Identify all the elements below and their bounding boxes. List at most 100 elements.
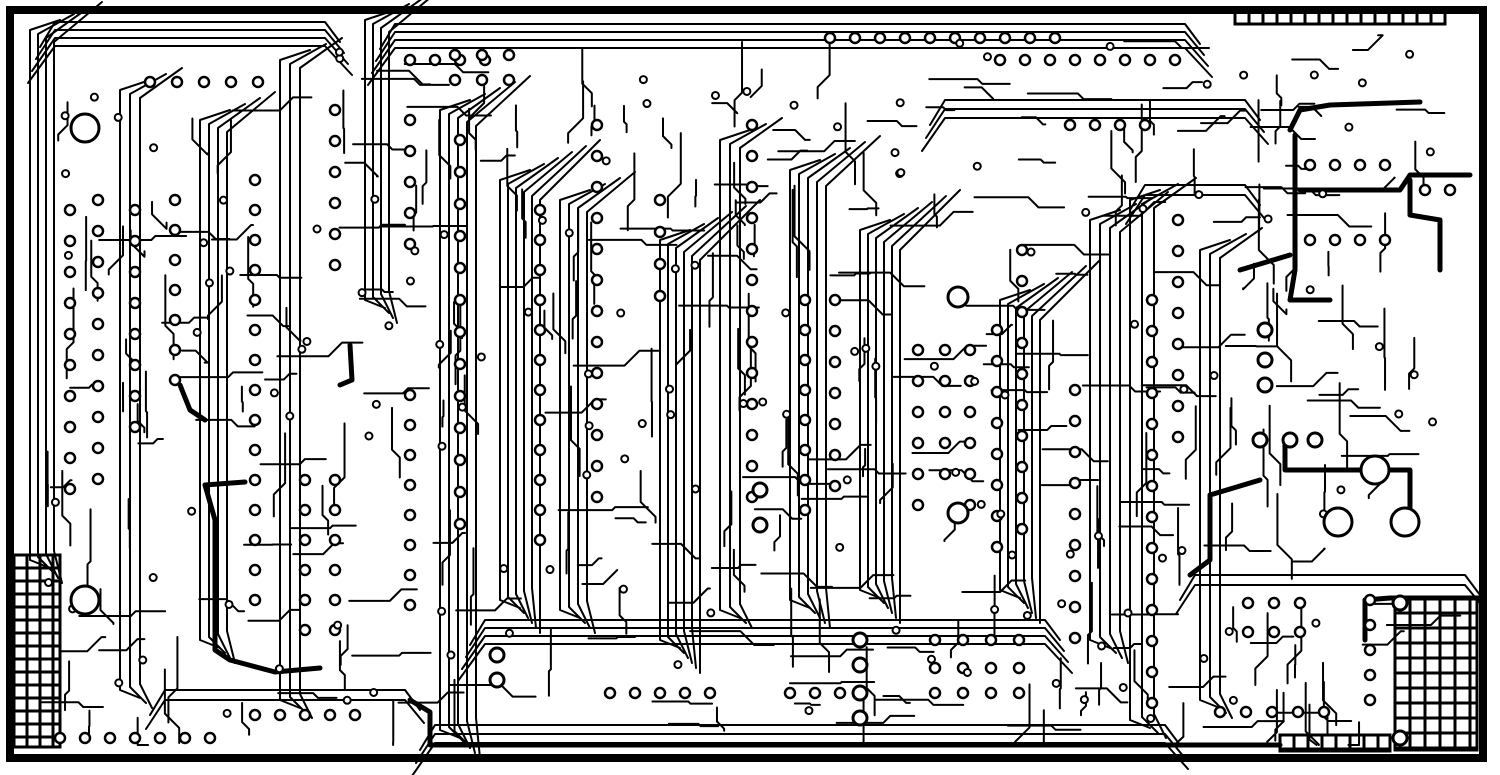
- via-pad: [384, 321, 394, 331]
- short-trace: [206, 274, 223, 321]
- component-pad: [63, 296, 77, 310]
- component-pad: [533, 533, 547, 547]
- component-pad: [403, 113, 417, 127]
- via-pad: [1179, 384, 1189, 394]
- grid-border: [1233, 8, 1447, 26]
- component-pad: [963, 343, 977, 357]
- bus-trace: [466, 81, 516, 754]
- short-trace: [1086, 581, 1093, 665]
- via-pad: [1428, 417, 1438, 427]
- short-trace: [800, 495, 870, 500]
- via-pad: [312, 224, 322, 234]
- component-pad: [873, 31, 887, 45]
- component-pad: [1068, 53, 1082, 67]
- component-pad: [1113, 118, 1127, 132]
- component-pad: [590, 459, 604, 473]
- component-pad: [128, 296, 142, 310]
- bus-trace: [1199, 239, 1231, 709]
- component-pad: [1171, 244, 1185, 258]
- short-trace: [662, 117, 673, 149]
- component-pad: [298, 473, 312, 487]
- via-pad: [1209, 371, 1219, 381]
- component-pad: [63, 265, 77, 279]
- connector-pad: [851, 656, 869, 674]
- component-pad: [273, 708, 287, 722]
- short-trace: [557, 506, 649, 512]
- component-pad: [1267, 596, 1281, 610]
- short-trace: [1009, 248, 1020, 303]
- short-trace: [391, 406, 401, 479]
- short-trace: [848, 207, 880, 211]
- short-trace: [1017, 158, 1057, 164]
- via-pad: [504, 628, 514, 638]
- short-trace: [928, 78, 1011, 85]
- via-pad: [285, 411, 295, 421]
- component-pad: [1068, 631, 1082, 645]
- component-pad: [403, 175, 417, 189]
- component-pad: [248, 383, 262, 397]
- short-trace: [619, 227, 706, 232]
- component-pad: [963, 405, 977, 419]
- component-pad: [1171, 430, 1185, 444]
- component-pad: [403, 388, 417, 402]
- component-pad: [403, 237, 417, 251]
- short-trace: [618, 586, 628, 635]
- short-trace: [1203, 544, 1272, 552]
- short-trace: [339, 624, 349, 666]
- component-pad: [78, 731, 92, 745]
- bus-trace: [507, 163, 545, 614]
- via-pad: [1130, 319, 1140, 329]
- short-trace: [1142, 468, 1171, 475]
- short-trace: [973, 196, 1066, 209]
- short-trace: [64, 660, 71, 712]
- short-trace: [468, 107, 477, 151]
- component-pad: [1363, 618, 1377, 632]
- component-pad: [298, 708, 312, 722]
- via-pad: [1000, 390, 1010, 400]
- short-trace: [571, 280, 578, 340]
- short-trace: [1096, 485, 1100, 569]
- component-pad: [168, 193, 182, 207]
- short-trace: [889, 210, 974, 227]
- via-pad: [405, 276, 415, 286]
- bus-trace: [289, 43, 327, 714]
- short-trace: [706, 254, 758, 271]
- via-pad: [148, 573, 158, 583]
- via-pad: [1097, 641, 1107, 651]
- component-pad: [248, 173, 262, 187]
- bus-trace: [457, 87, 501, 749]
- short-trace: [1020, 116, 1047, 126]
- via-pad: [583, 369, 593, 379]
- component-pad: [533, 263, 547, 277]
- component-pad: [128, 358, 142, 372]
- short-trace: [753, 508, 803, 520]
- component-pad: [938, 436, 952, 450]
- via-pad: [1405, 49, 1415, 59]
- via-pad: [357, 288, 367, 298]
- component-pad: [1145, 386, 1159, 400]
- component-pad: [703, 686, 717, 700]
- connector-pad: [488, 671, 506, 689]
- component-pad: [998, 31, 1012, 45]
- short-trace: [136, 403, 146, 434]
- short-trace: [175, 230, 231, 241]
- via-pad: [370, 194, 380, 204]
- short-trace: [180, 349, 209, 364]
- component-pad: [128, 389, 142, 403]
- via-pad: [642, 99, 652, 109]
- short-trace: [816, 39, 831, 100]
- component-pad: [328, 593, 342, 607]
- via-pad: [637, 419, 647, 429]
- component-pad: [1145, 603, 1159, 617]
- mounting-hole: [69, 112, 101, 144]
- component-pad: [923, 31, 937, 45]
- bus-trace: [739, 117, 783, 629]
- component-pad: [1353, 233, 1367, 247]
- component-pad: [453, 229, 467, 243]
- ground-grid-left: [12, 553, 62, 749]
- short-trace: [285, 306, 302, 343]
- bus-trace: [683, 211, 733, 664]
- short-trace: [272, 432, 287, 518]
- short-trace: [441, 399, 445, 428]
- short-trace: [760, 572, 833, 588]
